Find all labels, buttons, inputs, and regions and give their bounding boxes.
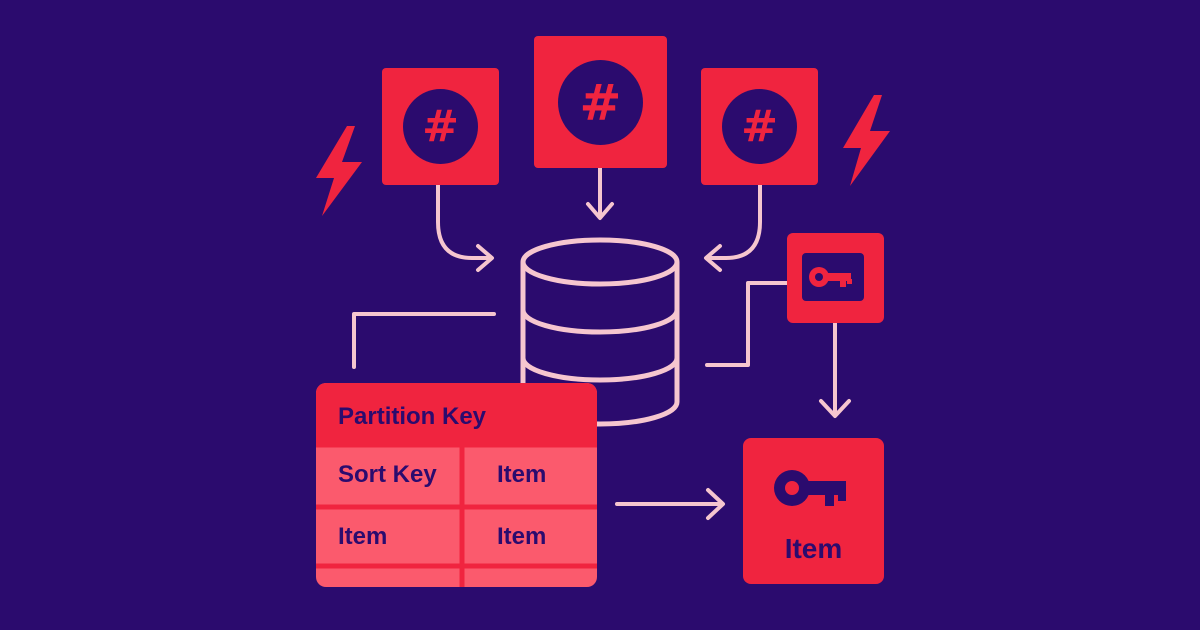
key-icon-frame bbox=[802, 253, 864, 301]
hash-box-center: # bbox=[534, 36, 667, 168]
table-grid-lines bbox=[316, 442, 597, 587]
hash-box-left: # bbox=[382, 68, 499, 185]
key-icon bbox=[809, 267, 852, 287]
hash-symbol: # bbox=[741, 100, 778, 152]
sort-key-cell: Sort Key bbox=[338, 461, 437, 488]
hash-icon: # bbox=[722, 89, 797, 164]
hash-icon: # bbox=[403, 89, 478, 164]
arrow-right-hash-to-db bbox=[706, 183, 762, 260]
arrow-head-icon bbox=[586, 202, 614, 220]
arrow-head-icon bbox=[704, 244, 722, 272]
hash-symbol: # bbox=[422, 100, 459, 152]
hash-box-right: # bbox=[701, 68, 818, 185]
arrow-left-hash-to-db bbox=[436, 183, 492, 260]
item-cell: Item bbox=[338, 523, 388, 550]
connector-db-to-key bbox=[705, 281, 789, 367]
hash-icon: # bbox=[558, 60, 643, 145]
partition-table: Partition Key Sort Key Item Item Item bbox=[316, 383, 597, 587]
item-label: Item bbox=[784, 533, 843, 564]
lightning-bolt-icon bbox=[316, 126, 362, 216]
connector-db-to-table bbox=[352, 312, 496, 369]
table-header bbox=[316, 383, 597, 445]
item-box: Item bbox=[743, 438, 884, 584]
partition-key-label: Partition Key bbox=[338, 403, 487, 430]
arrow-head-icon bbox=[476, 244, 494, 272]
key-box bbox=[787, 233, 884, 323]
item-cell: Item bbox=[497, 461, 547, 488]
lightning-bolt-icon bbox=[843, 95, 890, 186]
key-icon bbox=[774, 470, 846, 506]
item-cell: Item bbox=[497, 523, 547, 550]
arrow-head-icon bbox=[819, 399, 851, 418]
arrow-head-icon bbox=[706, 488, 725, 520]
hash-symbol: # bbox=[579, 73, 622, 132]
